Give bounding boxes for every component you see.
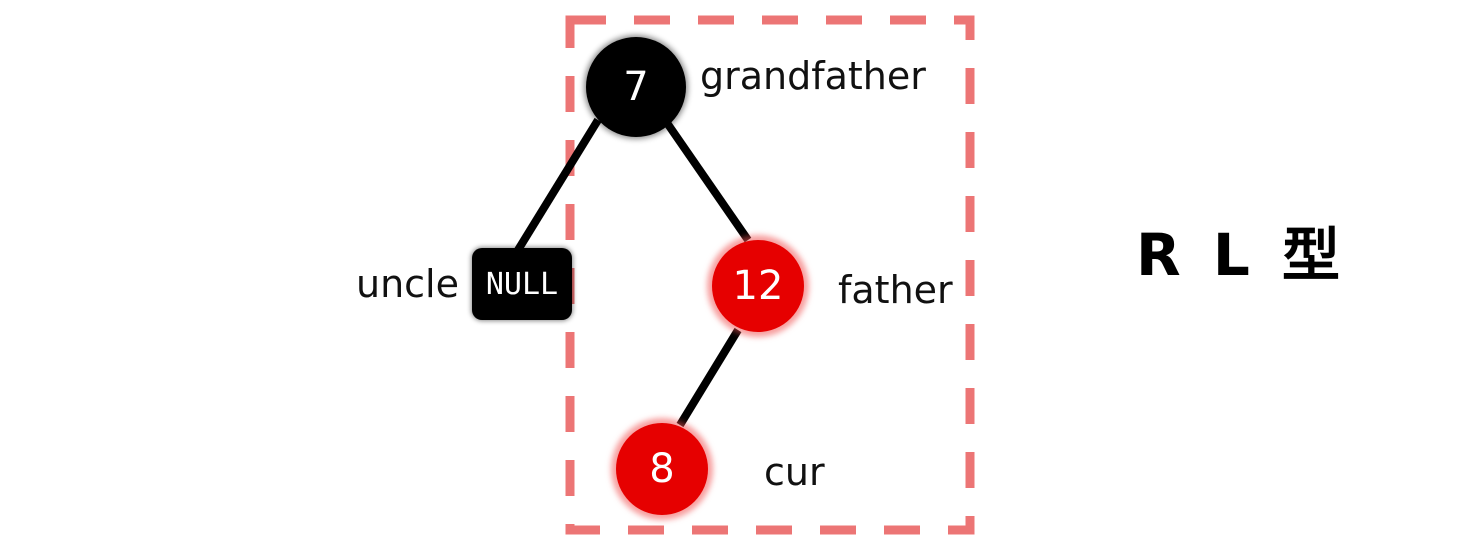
cur-label: cur — [764, 450, 825, 494]
uncle-node: NULL — [472, 248, 572, 320]
edge-grandfather-uncle — [514, 117, 602, 253]
edge-grandfather-father — [661, 117, 752, 243]
grandfather-value: 7 — [623, 64, 649, 110]
father-value: 12 — [732, 263, 784, 309]
cur-node: 8 — [616, 423, 708, 515]
father-node: 12 — [712, 240, 804, 332]
cur-value: 8 — [649, 446, 675, 492]
grandfather-label: grandfather — [700, 54, 926, 98]
edge-father-cur — [676, 327, 742, 428]
case-title: R L 型 — [1136, 221, 1347, 289]
uncle-value: NULL — [485, 266, 559, 302]
father-label: father — [838, 268, 953, 312]
grandfather-node: 7 — [586, 37, 686, 137]
uncle-label: uncle — [356, 262, 459, 306]
